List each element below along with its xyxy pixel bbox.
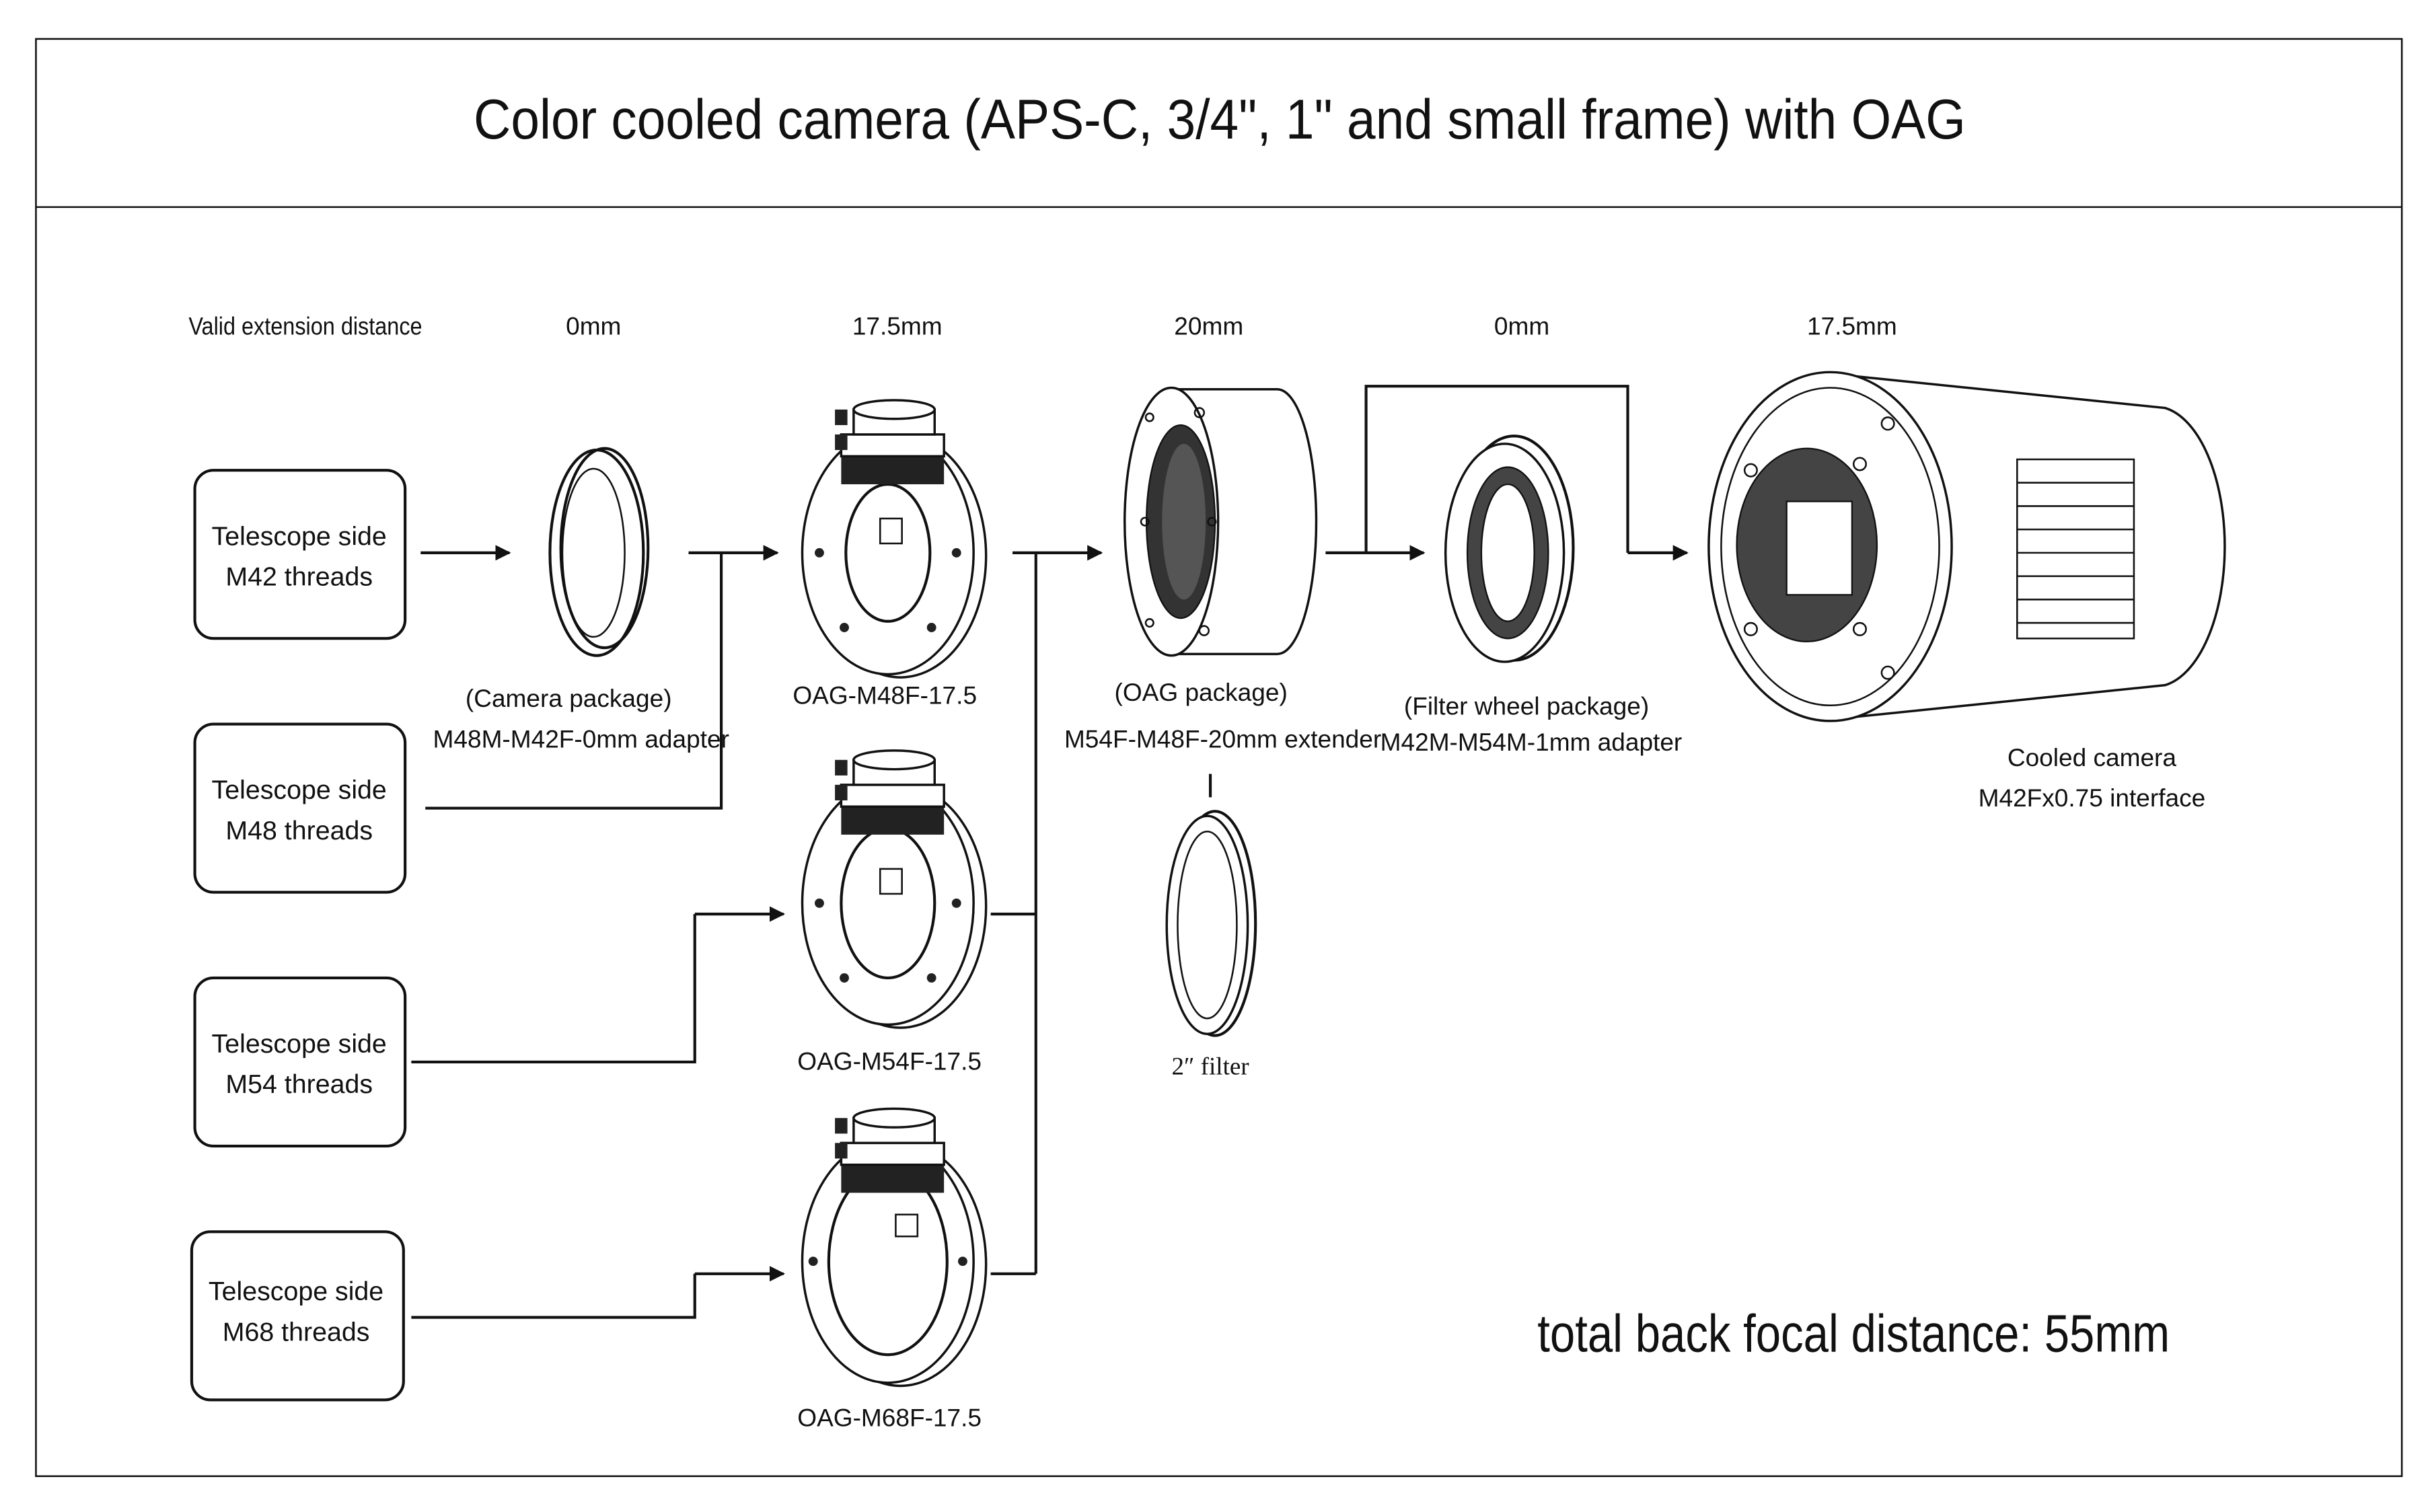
connector-lines [411, 385, 1689, 1319]
distance-oag: 17.5mm [852, 312, 943, 340]
distance-adapter: 0mm [566, 312, 621, 340]
oag-m48f-illustration [801, 399, 988, 679]
oag-m68f-illustration [801, 1107, 988, 1388]
oag-package-label: (OAG package) [1115, 678, 1288, 706]
svg-text:Telescope side: Telescope side [212, 776, 387, 805]
svg-text:Telescope side: Telescope side [212, 521, 387, 551]
svg-text:M42 threads: M42 threads [225, 562, 373, 591]
camera-interface-label: M42Fx0.75 interface [1979, 784, 2206, 812]
telescope-box-m48: Telescope side M48 threads [193, 722, 407, 894]
telescope-box-m54: Telescope side M54 threads [193, 976, 407, 1148]
filter-wheel-adapter-illustration [1444, 434, 1575, 663]
oag-m68f-label: OAG-M68F-17.5 [797, 1404, 982, 1432]
distance-filter-wheel: 0mm [1494, 312, 1549, 340]
telescope-box-m68: Telescope side M68 threads [190, 1230, 405, 1402]
cooled-camera-illustration [1707, 371, 2226, 722]
svg-text:Telescope side: Telescope side [212, 1029, 387, 1059]
camera-adapter-name: M48M-M42F-0mm adapter [433, 724, 729, 753]
svg-text:M54 threads: M54 threads [225, 1069, 373, 1099]
oag-m54f-illustration [801, 749, 988, 1029]
camera-package-label: (Camera package) [466, 684, 672, 712]
filter-illustration [1165, 810, 1257, 1037]
extender-illustration [1123, 386, 1318, 657]
camera-label: Cooled camera [2008, 743, 2177, 771]
distance-camera: 17.5mm [1807, 312, 1897, 340]
total-back-focal-distance: total back focal distance: 55mm [1537, 1304, 2170, 1363]
filter-wheel-package-label: (Filter wheel package) [1404, 692, 1649, 720]
oag-m48f-label: OAG-M48F-17.5 [793, 681, 977, 709]
distance-extender: 20mm [1174, 312, 1243, 340]
page-title: Color cooled camera (APS-C, 3/4", 1" and… [474, 88, 1966, 151]
svg-text:M68 threads: M68 threads [223, 1317, 370, 1347]
oag-m54f-label: OAG-M54F-17.5 [797, 1047, 982, 1075]
filter-label: 2″ filter [1171, 1053, 1249, 1080]
svg-text:Telescope side: Telescope side [209, 1277, 383, 1306]
extender-name: M54F-M48F-20mm extender [1064, 724, 1381, 753]
filter-wheel-adapter-name: M42M-M54M-1mm adapter [1380, 728, 1683, 756]
svg-text:M48 threads: M48 threads [225, 816, 373, 845]
camera-adapter-ring-illustration [548, 447, 650, 657]
extension-row-label: Valid extension distance [188, 312, 422, 340]
outer-frame [35, 38, 2403, 1478]
telescope-box-m42: Telescope side M42 threads [193, 469, 407, 640]
